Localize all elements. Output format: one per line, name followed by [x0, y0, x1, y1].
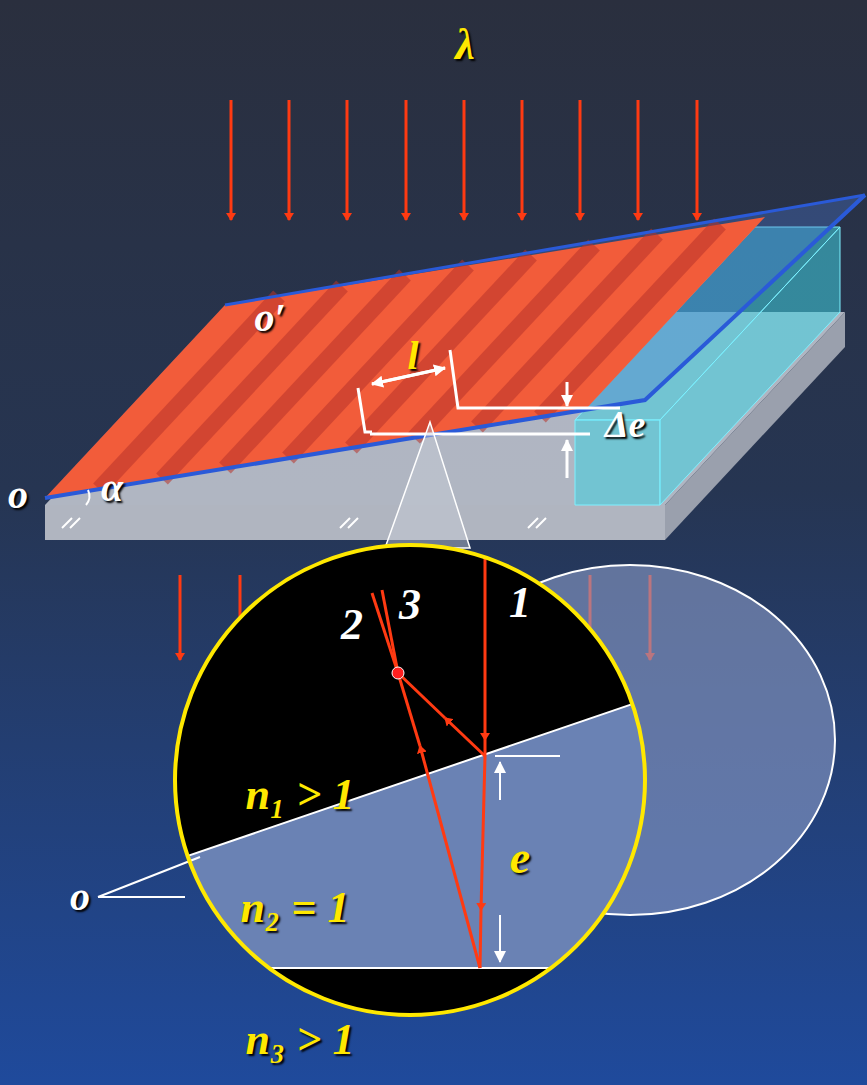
angle-arc: [86, 490, 89, 505]
refractive-index: n₂ = 1: [241, 886, 350, 930]
thickness-marker: [566, 382, 569, 478]
ray-number: 1: [509, 581, 531, 625]
refractive-index: n₃ > 1: [246, 1018, 355, 1062]
hatch-mark: [62, 518, 546, 528]
refractive-index: n₁ > 1: [246, 773, 355, 817]
angle-label: α: [101, 468, 123, 508]
spacing-marker: [358, 350, 620, 434]
thickness-step-label: Δe: [605, 405, 646, 443]
magnifier: [98, 422, 835, 1020]
top-plate: [45, 195, 865, 498]
incident-light: [231, 100, 697, 220]
edge-label: o: [8, 475, 28, 515]
thickness-label: e: [510, 835, 530, 881]
edge-label: o: [70, 877, 90, 917]
wavelength-label: λ: [455, 23, 475, 67]
edge-label: o′: [254, 298, 285, 338]
spacing-label: l: [407, 336, 418, 376]
ray-number: 2: [341, 603, 363, 647]
ray-number: 3: [399, 583, 421, 627]
